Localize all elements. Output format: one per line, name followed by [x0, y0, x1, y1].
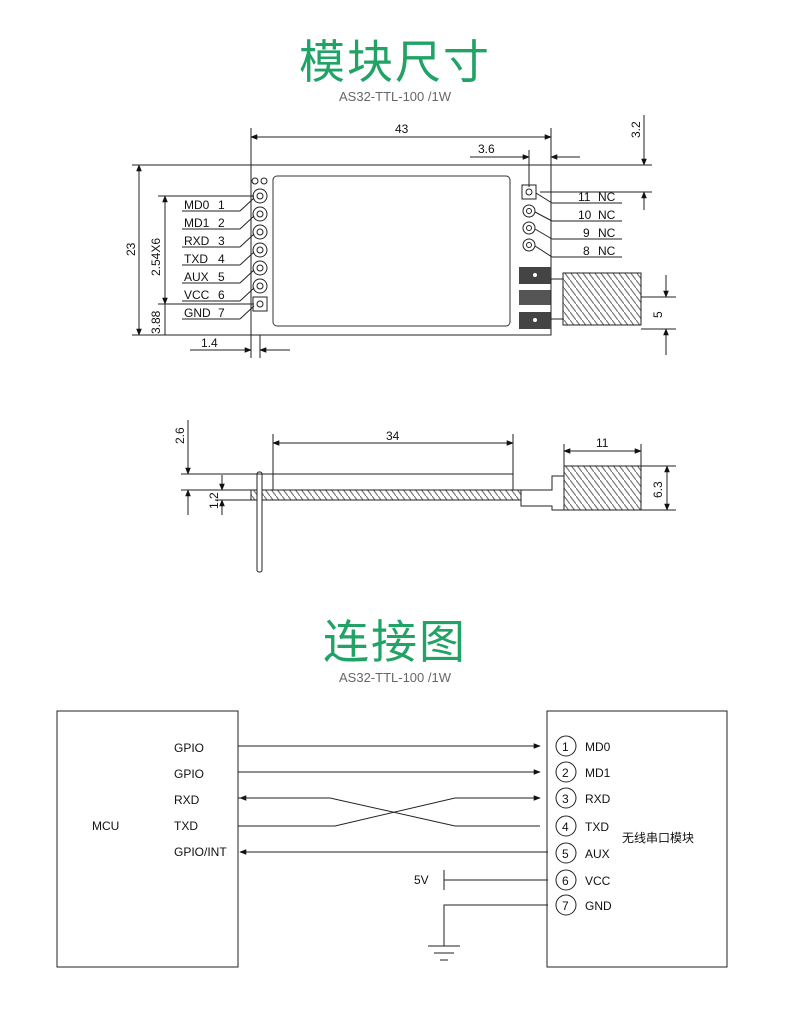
module-pin-name-4: TXD	[585, 820, 609, 834]
pin-name-5: AUX	[184, 270, 209, 284]
pin-num-10: 10	[578, 208, 592, 222]
shield-outline	[272, 175, 511, 327]
connection-title: 连接图	[323, 615, 467, 669]
pin-name-9: NC	[598, 226, 616, 240]
side-view: 34 11 2.6 1.2 6.3	[173, 420, 676, 573]
pin-name-10: NC	[598, 208, 616, 222]
power-label: 5V	[414, 873, 429, 887]
pin-num-6: 6	[218, 288, 225, 302]
pin-num-9: 9	[583, 226, 590, 240]
pin-name-7: GND	[184, 306, 211, 320]
dimensions-title: 模块尺寸	[299, 35, 491, 89]
mcu-signal-gpio-2: GPIO	[174, 767, 204, 781]
right-pin-labels: 11 NC 10 NC 9 NC 8 NC	[534, 190, 622, 258]
pin-name-4: TXD	[184, 252, 208, 266]
dim-height-text: 23	[124, 242, 138, 256]
module-pin-name-2: MD1	[585, 766, 611, 780]
dim-board-text: 1.2	[207, 492, 221, 509]
module-pin-num-5: 5	[562, 847, 569, 861]
shield-side	[272, 473, 514, 491]
mcu-signal-rxd: RXD	[174, 793, 200, 807]
pin-num-1: 1	[218, 198, 225, 212]
pin-name-11: NC	[598, 190, 616, 204]
pin-name-1: MD0	[184, 198, 210, 212]
dim-bottom-offset-text: 3.88	[149, 310, 163, 334]
pin-num-7: 7	[218, 306, 225, 320]
module-pin-num-1: 1	[562, 740, 569, 754]
connector-base-side	[520, 475, 565, 511]
right-pin-pads	[521, 184, 537, 252]
pin-num-2: 2	[218, 216, 225, 230]
connection-subtitle: AS32-TTL-100 /1W	[339, 670, 451, 685]
mcu-box	[56, 710, 239, 968]
dim-shield-text: 34	[386, 429, 400, 443]
module-pin-name-1: MD0	[585, 740, 611, 754]
pin-num-5: 5	[218, 270, 225, 284]
module-pin-name-6: VCC	[585, 874, 611, 888]
pin-num-11: 11	[578, 190, 591, 204]
wire-txd-to-rxd	[238, 797, 540, 827]
dim-pin-height-text: 2.6	[173, 427, 187, 444]
pin-num-3: 3	[218, 234, 225, 248]
module-pin-num-7: 7	[562, 899, 569, 913]
module-pin-name-5: AUX	[585, 847, 610, 861]
dim-top-offset-text: 3.2	[629, 121, 643, 138]
pin-name-3: RXD	[184, 234, 210, 248]
pin-name-6: VCC	[184, 288, 210, 302]
pin-name-2: MD1	[184, 216, 210, 230]
wire-rxd-to-txd	[238, 797, 540, 827]
module-pin-num-2: 2	[562, 766, 569, 780]
pin-name-8: NC	[598, 244, 616, 258]
top-view: MD0 1 MD1 2 RXD 3 TXD 4 AUX 5 VCC 6 GND …	[124, 115, 676, 358]
board-side	[250, 489, 522, 501]
dim-pitch-text: 2.54X6	[149, 238, 163, 276]
left-pin-labels: MD0 1 MD1 2 RXD 3 TXD 4 AUX 5 VCC 6 GND …	[182, 197, 255, 320]
dim-antenna-dia-text: 6.3	[651, 481, 665, 498]
dim-antenna-text: 11	[596, 436, 609, 450]
pin-side	[256, 471, 263, 573]
dim-left-offset-text: 1.4	[201, 336, 218, 350]
module-pin-num-6: 6	[562, 874, 569, 888]
dimensions-subtitle: AS32-TTL-100 /1W	[339, 89, 451, 104]
module-box	[546, 710, 728, 968]
module-pin-name-7: GND	[585, 899, 612, 913]
sma-connector-top	[550, 272, 642, 326]
sma-connector-side	[563, 465, 642, 511]
module-pin-name-3: RXD	[585, 792, 611, 806]
connection-diagram: MCU 无线串口模块 GPIO GPIO RXD TXD GPIO/INT 5V…	[56, 710, 728, 968]
mcu-signal-gpio-1: GPIO	[174, 741, 204, 755]
module-pin-num-3: 3	[562, 792, 569, 806]
pin-num-4: 4	[218, 252, 225, 266]
module-pin-num-4: 4	[562, 820, 569, 834]
wire-gnd	[443, 904, 548, 946]
module-pin-list: 1 MD0 2 MD1 3 RXD 4 TXD 5 AUX 6 VCC 7 GN…	[555, 735, 612, 916]
pin-num-8: 8	[583, 244, 590, 258]
mcu-signal-txd: TXD	[174, 819, 198, 833]
mcu-label: MCU	[92, 819, 119, 833]
dim-connector-text: 5	[651, 311, 665, 318]
module-label: 无线串口模块	[622, 831, 694, 845]
left-pin-pads	[251, 177, 268, 312]
dim-width-text: 43	[395, 122, 409, 136]
mcu-signal-gpio-int: GPIO/INT	[174, 845, 227, 859]
dim-right-offset-text: 3.6	[478, 142, 495, 156]
antenna-pads	[519, 267, 551, 329]
